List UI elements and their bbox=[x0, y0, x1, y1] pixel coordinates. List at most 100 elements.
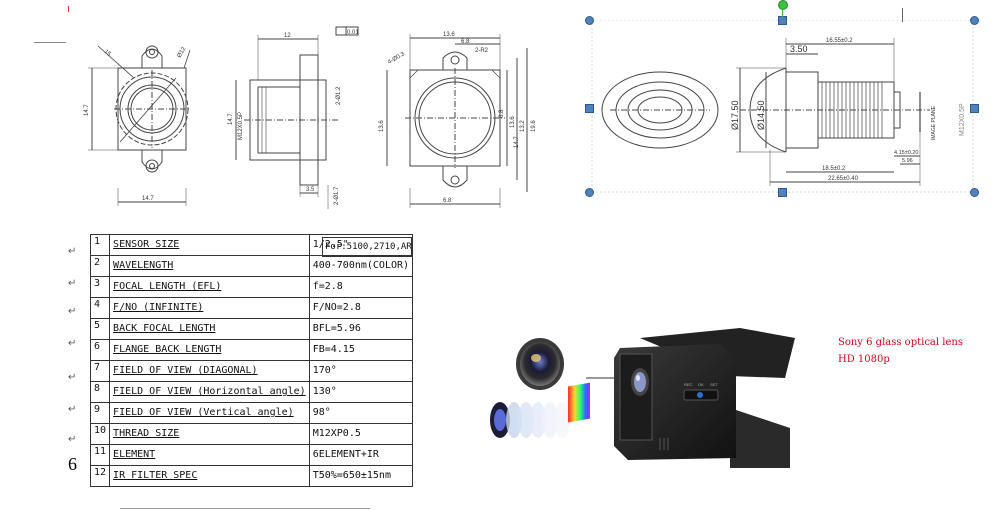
back-dim-holes: 4-Ø0.3 bbox=[387, 51, 406, 66]
paragraph-return-icon: ↵ bbox=[68, 434, 77, 445]
rotation-handle-icon[interactable] bbox=[778, 0, 788, 10]
front-dim-height: 14.7 bbox=[84, 104, 90, 116]
spec-num-cell: 1 bbox=[89, 234, 111, 256]
spec-num-cell: 11 bbox=[89, 444, 111, 466]
spec-num-cell: 12 bbox=[89, 465, 111, 487]
resize-handle-br[interactable] bbox=[970, 188, 979, 197]
lens-dim-overall: 22.65±0.40 bbox=[828, 176, 859, 182]
spec-param-cell: SENSOR SIZE bbox=[109, 234, 310, 256]
spec-num-cell: 6 bbox=[89, 339, 111, 361]
paragraph-return-icon: ↵ bbox=[68, 278, 77, 289]
lens-dim-inner: Ø14.50 bbox=[756, 100, 766, 130]
side-dim-hole2: 2-Ø1.7 bbox=[334, 186, 340, 205]
cam-label-rec: REC bbox=[684, 382, 693, 387]
resize-handle-tl[interactable] bbox=[585, 16, 594, 25]
lens-dim-bfl: 5.96 bbox=[902, 158, 913, 164]
text-margin-line bbox=[34, 42, 66, 43]
lens-dim-body: 18.5±0.2 bbox=[822, 166, 846, 172]
back-dim-r1: 6.8 bbox=[499, 109, 505, 118]
holder-front-drawing: 14.7 14.7 15 Ø12 bbox=[84, 45, 191, 206]
rotation-handle-stem bbox=[782, 9, 783, 17]
cam-label-ok: OK bbox=[698, 382, 704, 387]
spec-param-cell: WAVELENGTH bbox=[109, 255, 310, 277]
resize-handle-right[interactable] bbox=[970, 104, 979, 113]
margin-number: 6 bbox=[68, 454, 77, 474]
back-dim-top: 13.6 bbox=[443, 32, 455, 38]
cursor-mark bbox=[902, 8, 903, 22]
spec-param-cell: THREAD SIZE bbox=[109, 423, 310, 445]
spec-num-cell: 8 bbox=[89, 381, 111, 403]
side-dim-hole1: 2-Ø1.2 bbox=[336, 86, 342, 105]
spec-value-cell: BFL=5.96 bbox=[308, 318, 414, 340]
holder-back-drawing: 13.6 6.8 2-R2 4-Ø0.3 6.8 13.6 19.6 13.2 … bbox=[379, 32, 537, 208]
front-dim-width: 14.7 bbox=[142, 196, 154, 202]
promo-line-2: HD 1080p bbox=[838, 354, 890, 365]
paragraph-return-icon: ↵ bbox=[68, 306, 77, 317]
resize-handle-tr[interactable] bbox=[970, 16, 979, 25]
spec-param-cell: FIELD OF VIEW (DIAGONAL) bbox=[109, 360, 310, 382]
back-dim-radius: 2-R2 bbox=[475, 48, 489, 54]
back-dim-bottom: 6.8 bbox=[443, 198, 452, 204]
dashcam-photo: REC OK SET bbox=[586, 328, 795, 468]
lens-image-plane-label: IMAGE PLANE bbox=[931, 105, 937, 140]
spec-param-cell: FIELD OF VIEW (Horizontal angle) bbox=[109, 381, 310, 403]
lens-dim-outer: Ø17.50 bbox=[730, 100, 740, 130]
back-dim-left: 13.6 bbox=[379, 120, 385, 132]
lens-drawing[interactable]: 16.55±0.2 3.50 Ø17.50 Ø14.50 IMAGE PLANE… bbox=[590, 20, 976, 196]
cam-label-set: SET bbox=[710, 382, 718, 387]
promo-line-1: Sony 6 glass optical lens bbox=[838, 337, 963, 348]
sensor-compat-note: For:5100,2710,AR0330 bbox=[322, 237, 412, 257]
spec-param-cell: BACK FOCAL LENGTH bbox=[109, 318, 310, 340]
table-underline bbox=[120, 508, 370, 509]
spec-param-cell: IR FILTER SPEC bbox=[109, 465, 310, 487]
spec-num-cell: 9 bbox=[89, 402, 111, 424]
resize-handle-left[interactable] bbox=[585, 104, 594, 113]
resize-handle-bottom[interactable] bbox=[778, 188, 787, 197]
spec-num-cell: 2 bbox=[89, 255, 111, 277]
side-dim-height: 14.7 bbox=[228, 113, 234, 125]
paragraph-return-icon: ↵ bbox=[68, 246, 77, 257]
spec-value-cell: M12XP0.5 bbox=[308, 423, 414, 445]
spec-num-cell: 4 bbox=[89, 297, 111, 319]
paragraph-return-icon: ↵ bbox=[68, 372, 77, 383]
lens-dim-thread: M12X0.5P bbox=[959, 103, 966, 136]
resize-handle-top[interactable] bbox=[778, 16, 787, 25]
spec-value-cell: 98° bbox=[308, 402, 414, 424]
paragraph-return-icon: ↵ bbox=[68, 404, 77, 415]
lens-dim-flange: 4.15±0.20 bbox=[894, 150, 918, 156]
spec-value-cell: FB=4.15 bbox=[308, 339, 414, 361]
side-dim-thread: M12X0.5P bbox=[238, 112, 244, 140]
spec-value-cell: F/NO=2.8 bbox=[308, 297, 414, 319]
spec-value-cell: 6ELEMENT+IR bbox=[308, 444, 414, 466]
front-dim-diameter: Ø12 bbox=[177, 46, 188, 59]
red-marker bbox=[68, 6, 69, 12]
spec-param-cell: FOCAL LENGTH (EFL) bbox=[109, 276, 310, 298]
lens-dim-total: 16.55±0.2 bbox=[826, 38, 853, 44]
spec-param-cell: ELEMENT bbox=[109, 444, 310, 466]
spec-value-cell: 130° bbox=[308, 381, 414, 403]
lens-product-photo bbox=[490, 338, 590, 438]
lens-dim-front: 3.50 bbox=[790, 44, 808, 54]
side-dim-length: 12 bbox=[284, 33, 291, 39]
back-dim-r3: 19.6 bbox=[531, 120, 537, 132]
spec-num-cell: 10 bbox=[89, 423, 111, 445]
resize-handle-bl[interactable] bbox=[585, 188, 594, 197]
spec-value-cell: f=2.8 bbox=[308, 276, 414, 298]
spec-num-cell: 7 bbox=[89, 360, 111, 382]
back-dim-r2: 13.6 bbox=[510, 116, 516, 128]
paragraph-return-icon: ↵ bbox=[68, 338, 77, 349]
holder-side-drawing: 12 0.01 14.7 M12X0.5P 2-Ø1.2 3.5 2-Ø1.7 bbox=[228, 26, 359, 209]
back-dim-r5: 14.7 bbox=[514, 136, 520, 148]
spec-num-cell: 3 bbox=[89, 276, 111, 298]
